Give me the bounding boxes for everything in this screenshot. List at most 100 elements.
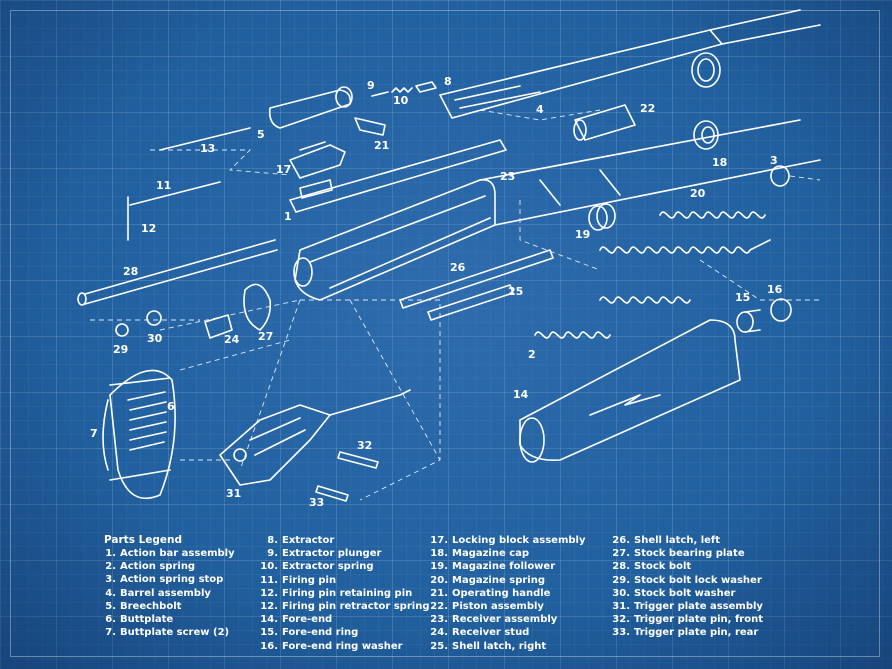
part-action-spring [534, 296, 691, 339]
legend-item: 4.Barrel assembly [105, 587, 211, 599]
legend-item: 19.Magazine follower [430, 561, 556, 573]
legend-item: 18.Magazine cap [430, 548, 530, 560]
part-piston-assembly [573, 104, 636, 141]
part-barrel-assembly [439, 9, 821, 119]
legend-item: 29.Stock bolt lock washer [612, 574, 762, 586]
part-extractor-spring [391, 87, 413, 93]
part-trigger-plate-pin-rear [315, 485, 349, 502]
legend-title: Parts Legend [104, 534, 183, 546]
callout-15: 15 [735, 291, 750, 304]
callout-31: 31 [226, 487, 241, 500]
legend-item: 17.Locking block assembly [430, 535, 586, 546]
legend-item: 25.Shell latch, right [430, 640, 547, 652]
part-receiver-stud [204, 314, 233, 339]
callout-1: 1 [284, 210, 292, 223]
part-shell-latch-left [399, 249, 554, 309]
callout-2: 2 [528, 348, 536, 361]
legend-item: 24.Receiver stud [430, 627, 530, 639]
part-magazine-spring [599, 239, 771, 254]
part-action-bar-assembly [289, 139, 507, 213]
legend-item: 31.Trigger plate assembly [612, 601, 763, 613]
callout-10: 10 [393, 94, 409, 107]
legend-column-1: 1.Action bar assembly 2.Action spring 3.… [92, 547, 235, 639]
sheet-border [10, 10, 880, 657]
callout-3: 3 [770, 154, 778, 167]
callout-17: 17 [276, 163, 291, 176]
part-receiver-assembly [293, 119, 821, 301]
legend-item: 8.Extractor [267, 535, 335, 546]
legend-item: 30.Stock bolt washer [612, 587, 736, 599]
callout-32: 32 [357, 439, 372, 452]
callout-13: 13 [200, 142, 215, 155]
part-stock-bearing-plate [243, 283, 272, 331]
callout-7: 7 [90, 427, 98, 440]
legend-item: 9.Extractor plunger [267, 548, 382, 560]
part-stock-bolt-washer [146, 310, 162, 326]
part-breechbolt [268, 86, 353, 129]
callout-4: 4 [536, 103, 544, 116]
callout-20: 20 [690, 187, 706, 200]
part-buttplate [109, 369, 176, 500]
legend-item: 14.Fore-end [260, 614, 333, 626]
callout-29: 29 [113, 343, 128, 356]
part-magazine-cap [693, 120, 719, 150]
callout-8: 8 [444, 75, 452, 88]
legend-item: 15.Fore-end ring [260, 627, 359, 639]
callout-6: 6 [167, 400, 175, 413]
legend-item: 32.Trigger plate pin, front [612, 614, 764, 626]
legend-column-4: 26.Shell latch, left 27.Stock bearing pl… [606, 534, 763, 640]
callout-12: 12 [141, 222, 156, 235]
callout-18: 18 [712, 156, 727, 169]
part-firing-pin [129, 181, 221, 206]
part-fore-end-ring-washer [770, 298, 792, 322]
legend-item: 1.Action bar assembly [105, 548, 235, 559]
legend-column-2: 8.Extractor 9.Extractor plunger 10.Extra… [254, 534, 429, 653]
legend-item: 16.Fore-end ring washer [260, 640, 403, 652]
callout-19: 19 [575, 228, 590, 241]
legend-item: 21.Operating handle [430, 587, 551, 599]
callout-22: 22 [640, 102, 655, 115]
callout-33: 33 [309, 496, 324, 509]
legend-item: 3.Action spring stop [105, 574, 224, 586]
legend-item: 23.Receiver assembly [430, 614, 558, 626]
legend-item: 12.Firing pin retractor spring [260, 601, 430, 613]
callout-labels: 1 2 3 4 5 6 7 8 9 10 11 12 13 14 15 16 1… [90, 75, 783, 509]
legend-item: 27.Stock bearing plate [612, 548, 745, 560]
legend-item: 10.Extractor spring [260, 561, 374, 573]
part-trigger-plate-assembly [219, 389, 411, 486]
callout-16: 16 [767, 283, 783, 296]
callout-21: 21 [374, 139, 389, 152]
callout-11: 11 [156, 179, 171, 192]
callout-9: 9 [367, 79, 375, 92]
callout-25: 25 [508, 285, 523, 298]
part-locking-block [289, 141, 346, 179]
callout-30: 30 [147, 332, 163, 345]
callout-14: 14 [513, 388, 529, 401]
assembly-guide-lines [90, 109, 821, 501]
callout-5: 5 [257, 128, 265, 141]
part-operating-handle [354, 117, 386, 136]
part-extractor-plunger [371, 91, 389, 97]
legend-item: 12.Firing pin retaining pin [260, 587, 413, 599]
part-shell-latch-right [427, 284, 514, 321]
callout-27: 27 [258, 330, 273, 343]
part-fore-end-ring [736, 309, 761, 333]
part-buttplate-screws [102, 377, 171, 481]
legend-item: 2.Action spring [105, 561, 196, 573]
callout-24: 24 [224, 333, 240, 346]
part-stock-bolt [77, 239, 278, 306]
legend-item: 28.Stock bolt [612, 561, 692, 573]
callout-28: 28 [123, 265, 138, 278]
part-magazine-follower [588, 203, 616, 231]
part-stock-bolt-lock-washer [115, 323, 129, 337]
legend-item: 33.Trigger plate pin, rear [612, 627, 759, 639]
part-action-spring-stop [770, 165, 790, 187]
legend-item: 11.Firing pin [260, 574, 337, 586]
legend-item: 20.Magazine spring [430, 574, 545, 586]
part-trigger-plate-pin-front [337, 451, 379, 469]
part-firing-pin-retractor-spring [159, 127, 251, 151]
legend-item: 22.Piston assembly [430, 601, 544, 613]
legend-item: 26.Shell latch, left [612, 535, 721, 546]
legend-item: 6.Buttplate [105, 614, 174, 626]
